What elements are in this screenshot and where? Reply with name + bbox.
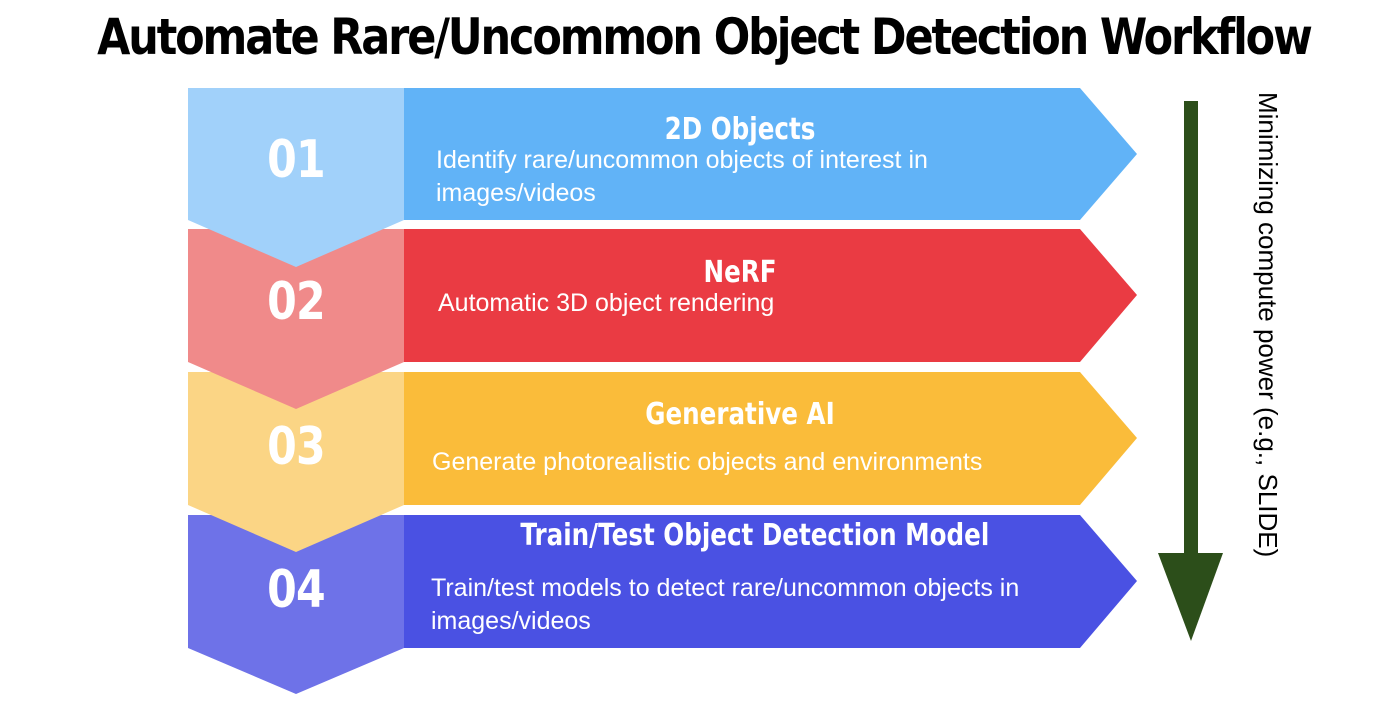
step-3-title: Generative AI (645, 397, 835, 432)
step-1-bar (404, 88, 1137, 220)
step-3-shapes (188, 372, 1137, 552)
step-4-bar (404, 515, 1137, 648)
page-title: Automate Rare/Uncommon Object Detection … (97, 8, 1313, 66)
step-1-number: 01 (267, 130, 326, 190)
compute-power-label: Minimizing compute power (e.g., SLIDE) (1253, 92, 1283, 558)
step-1-chevron (188, 88, 404, 267)
down-arrow-icon (1158, 101, 1223, 641)
step-2-title: NeRF (703, 255, 777, 290)
step-2-description: Automatic 3D object rendering (438, 289, 775, 317)
step-2-number: 02 (267, 272, 326, 332)
step-4-shapes (188, 515, 1137, 694)
step-2-shapes (188, 229, 1137, 409)
step-1-shapes (188, 88, 1137, 267)
step-4-number: 04 (267, 560, 326, 620)
step-4-title: Train/Test Object Detection Model (520, 518, 990, 553)
step-2-bar (404, 229, 1137, 362)
step-3-chevron (188, 372, 404, 552)
step-3-bar (404, 372, 1137, 505)
step-1-title: 2D Objects (664, 112, 816, 147)
step-3-number: 03 (267, 417, 326, 477)
step-2-chevron (188, 229, 404, 409)
step-3-description: Generate photorealistic objects and envi… (432, 448, 983, 476)
step-4-description: Train/test models to detect rare/uncommo… (431, 574, 1020, 635)
step-4-chevron (188, 515, 404, 694)
step-1-description: Identify rare/uncommon objects of intere… (436, 146, 928, 207)
